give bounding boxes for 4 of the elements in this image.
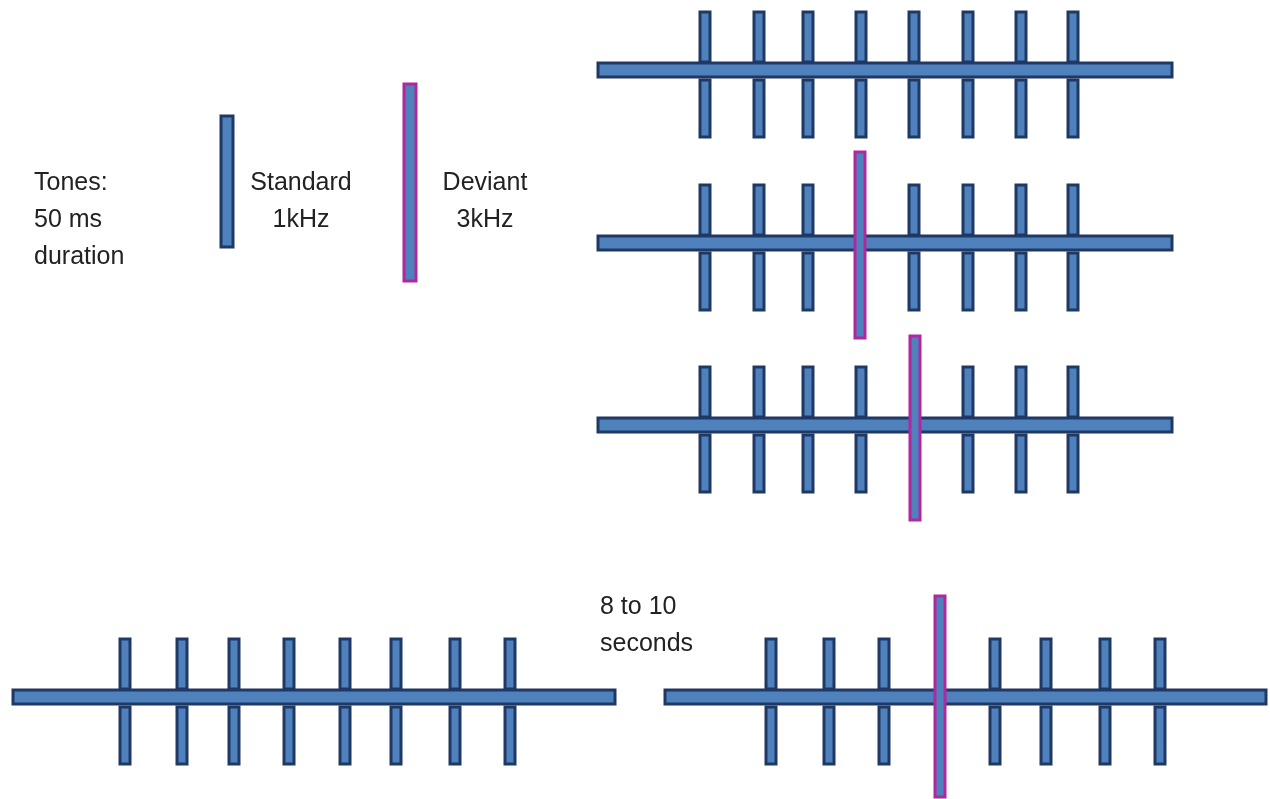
legend-text: Deviant 3kHz <box>441 166 529 234</box>
legend-text: Standard 1kHz <box>249 166 353 234</box>
note-text: Tones: 50 ms duration <box>34 166 126 271</box>
interval-label: 8 to 10 seconds <box>600 590 695 658</box>
